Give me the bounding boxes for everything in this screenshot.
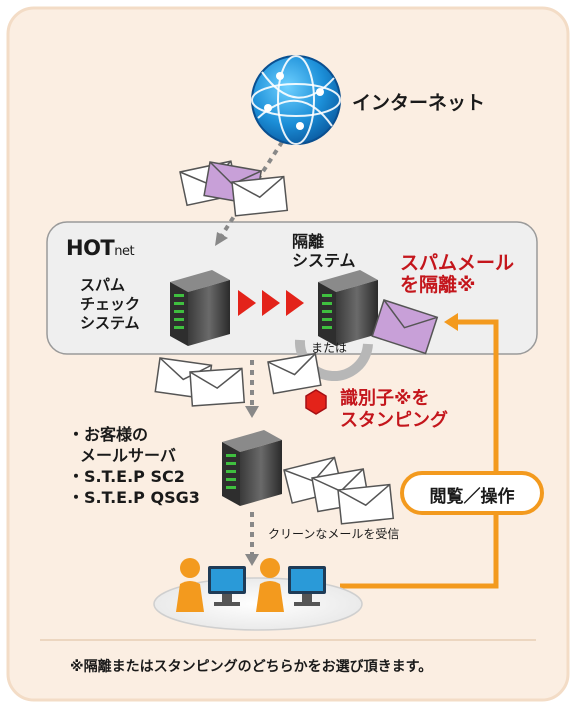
user-icon [256,558,326,612]
mail-icon [154,357,246,407]
mail-icon [283,456,395,525]
spam-quarantine-label: スパムメール を隔離※ [400,252,515,296]
internet-label: インターネット [352,92,486,114]
forward-arrows [238,290,304,316]
or-label: または [311,341,348,355]
hotnet-logo: HOTnet [66,236,135,260]
mail-icon [267,352,322,395]
internet-dashed-line [220,123,295,237]
stamping-label: 識別子※を スタンピング [340,388,448,431]
or-ring [294,339,373,382]
browse-line [340,319,499,589]
stamp-hexagon-icon [305,389,327,415]
user-icon [176,558,246,612]
quarantine-server-icon [318,270,378,346]
browse-label: 閲覧／操作 [429,487,515,507]
customer-server-icon [222,430,282,506]
footnote: ※隔離またはスタンピングのどちらかをお選び頂きます。 [70,659,433,675]
browse-pill [400,471,544,515]
quarantine-label: 隔離 システム [292,232,356,270]
spam-mail-icon [371,299,439,355]
mail-icon [179,160,289,217]
globe-icon [251,55,341,145]
clean-mail-label: クリーンなメールを受信 [268,527,400,541]
customer-server-label: ・お客様の メールサーバ ・S.T.E.P SC2 ・S.T.E.P QSG3 [68,425,200,507]
spam-check-server-icon [170,270,230,346]
spam-check-label: スパム チェック システム [80,276,141,332]
